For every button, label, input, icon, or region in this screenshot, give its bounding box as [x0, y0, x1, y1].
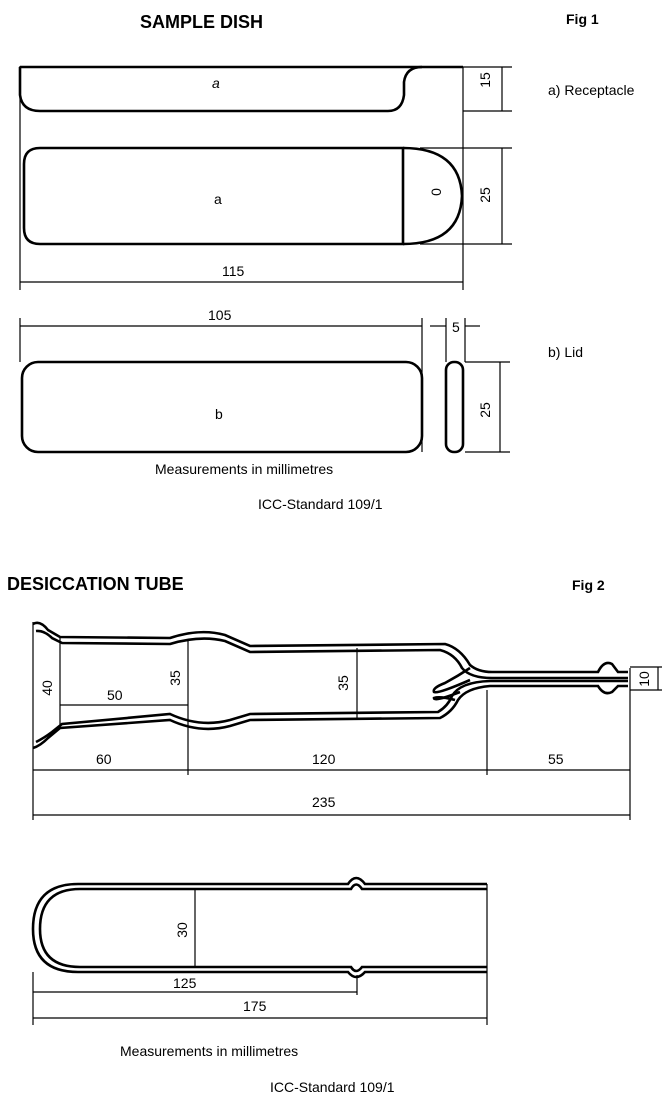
lid-drawing — [19, 318, 510, 454]
dim-5: 5 — [452, 319, 460, 335]
dim-25-receptacle: 25 — [477, 187, 493, 203]
dim-120: 120 — [312, 751, 336, 767]
receptacle-drawing — [18, 65, 512, 290]
part-b-label: b — [215, 406, 223, 422]
dim-25-lid: 25 — [477, 402, 493, 418]
dim-175: 175 — [243, 998, 267, 1014]
dim-60: 60 — [96, 751, 112, 767]
part-a2-label: a — [214, 191, 222, 207]
fig1-label: Fig 1 — [566, 11, 599, 27]
lid-label: b) Lid — [548, 344, 583, 360]
dim-30: 30 — [174, 922, 190, 938]
fig1-units-note: Measurements in millimetres — [155, 461, 333, 477]
dim-235: 235 — [312, 794, 336, 810]
fig1-title: SAMPLE DISH — [140, 12, 263, 32]
zero-mark: 0 — [428, 188, 444, 196]
dim-35-first: 35 — [167, 670, 183, 686]
dim-105: 105 — [208, 307, 232, 323]
fig1-standard: ICC-Standard 109/1 — [258, 496, 383, 512]
dim-50: 50 — [107, 687, 123, 703]
fig2-label: Fig 2 — [572, 577, 605, 593]
fig2-title: DESICCATION TUBE — [7, 574, 184, 594]
desiccation-tube-drawing — [32, 621, 662, 820]
straight-tube-drawing — [31, 876, 488, 1025]
dim-40: 40 — [39, 680, 55, 696]
fig2-units-note: Measurements in millimetres — [120, 1043, 298, 1059]
receptacle-label: a) Receptacle — [548, 82, 635, 98]
dim-10: 10 — [636, 671, 652, 687]
part-a-label: a — [212, 75, 220, 91]
dim-15: 15 — [477, 72, 493, 88]
dim-35-second: 35 — [335, 675, 351, 691]
dim-125: 125 — [173, 975, 197, 991]
dim-55: 55 — [548, 751, 564, 767]
fig2-standard: ICC-Standard 109/1 — [270, 1079, 395, 1095]
dim-115: 115 — [222, 263, 245, 279]
